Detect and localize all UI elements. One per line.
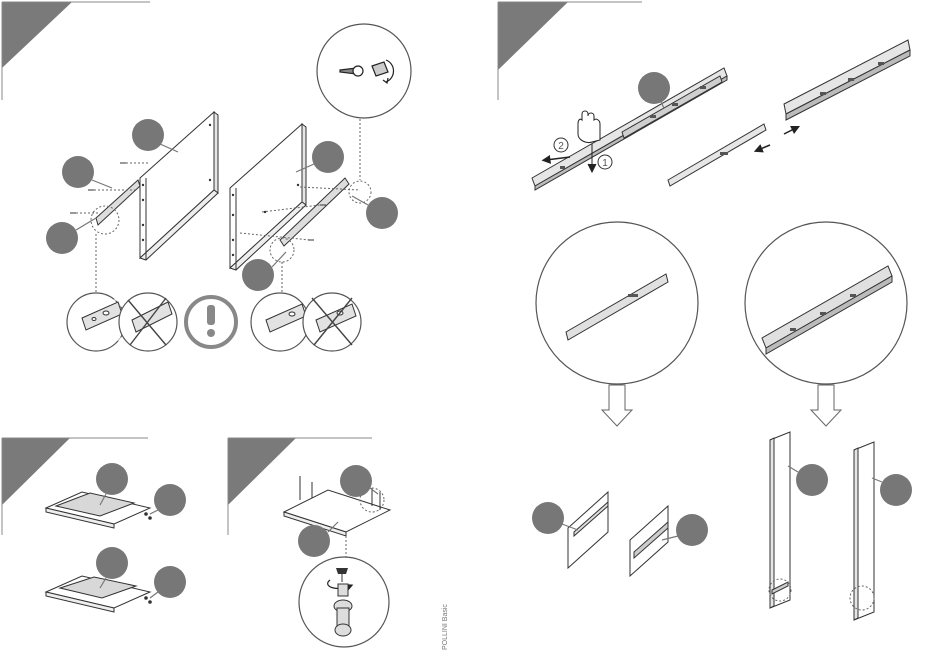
runner-inner-detail bbox=[536, 222, 698, 426]
step-callout-number: 1 bbox=[602, 158, 608, 169]
step-callout-1: 1 bbox=[598, 155, 612, 169]
runner-detail-correct-right bbox=[251, 293, 309, 351]
runner-outer-part bbox=[784, 40, 910, 114]
step-corner-marker bbox=[2, 438, 70, 505]
footer-product-label: POLLINI Basic bbox=[442, 604, 449, 650]
step-corner-marker bbox=[498, 2, 568, 70]
part-markers bbox=[46, 119, 398, 291]
runner-assembled bbox=[532, 68, 727, 190]
step-callout-number: 2 bbox=[558, 141, 564, 152]
down-arrow-icon bbox=[602, 385, 632, 426]
step-corner-marker bbox=[228, 438, 296, 505]
runner-outer-detail bbox=[745, 222, 907, 426]
down-arrow-icon bbox=[811, 385, 841, 426]
warning-icon bbox=[186, 297, 236, 347]
screwdriver-detail bbox=[317, 24, 411, 118]
step-panel-drawer-bottom-grooves bbox=[2, 438, 186, 612]
step-panel-attach-runners-to-side-panels bbox=[2, 2, 411, 351]
step-corner-marker bbox=[2, 2, 72, 68]
step-panel-separate-runner: 2 1 bbox=[498, 2, 912, 620]
runner-detail-correct-left bbox=[67, 293, 125, 351]
runner-detail-wrong-right bbox=[303, 293, 361, 351]
side-panel-right bbox=[230, 124, 306, 270]
runner-detail-wrong-left bbox=[119, 293, 177, 351]
drawer-runner bbox=[96, 180, 140, 225]
step-panel-cam-fitting bbox=[228, 438, 390, 647]
drawer-side-panel bbox=[568, 492, 608, 568]
runner-inner-part bbox=[668, 124, 766, 186]
step-callout-2: 2 bbox=[546, 138, 570, 160]
cam-lock-detail bbox=[299, 557, 389, 647]
